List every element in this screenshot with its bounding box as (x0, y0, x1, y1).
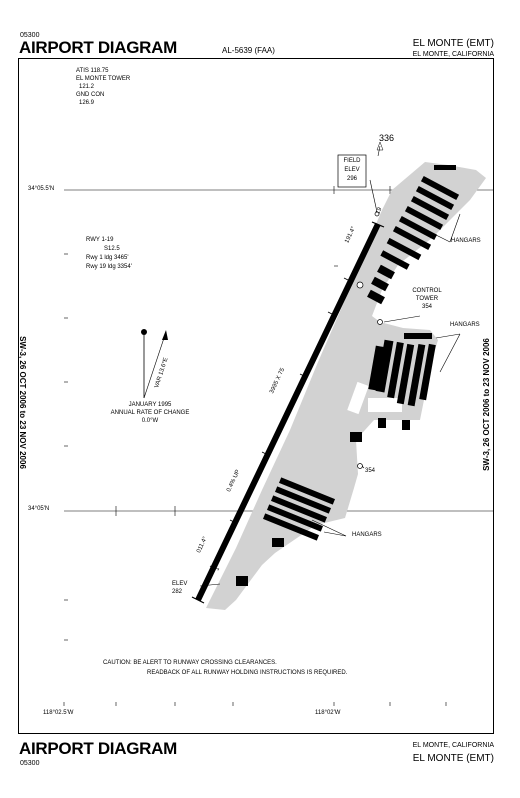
runway-19-threshold (371, 221, 385, 228)
airport-location-top: EL MONTE, CALIFORNIA (412, 51, 494, 58)
runway-strength: S12.5 (104, 246, 120, 252)
ground-name: GND CON (76, 92, 105, 98)
hangars-label-southwest: HANGARS (352, 532, 382, 538)
taxiway-junction-marker (356, 281, 364, 289)
apron-area (206, 162, 486, 610)
hangars-central (350, 333, 436, 442)
magnetic-variation-block: JANUARY 1995 ANNUAL RATE OF CHANGE 0.0°W (100, 401, 200, 425)
atis-frequency: ATIS 118.75 (76, 68, 109, 74)
page-title-top: AIRPORT DIAGRAM (19, 38, 177, 57)
runway-heading-label: 336 (379, 133, 395, 143)
field-elevation-box (337, 154, 367, 188)
al-number: AL-5639 (FAA) (222, 46, 275, 55)
longitude-label-1: 118°02.5'W (43, 710, 74, 716)
field-elevation-title: FIELD (343, 158, 361, 164)
grid-ticks (63, 186, 447, 706)
control-tower-title: CONTROL (412, 288, 442, 294)
field-elevation-text: FIELD ELEV 296 (338, 157, 366, 184)
runway-info-block: RWY 1-19 S12.5 Rwy 1 ldg 3465' Rwy 19 ld… (86, 236, 132, 272)
chart-frame (18, 58, 494, 734)
runway-1-elevation-value: 282 (172, 589, 183, 595)
page-title-bottom: AIRPORT DIAGRAM (19, 739, 177, 758)
control-tower-label: CONTROL TOWER 354 (402, 287, 452, 311)
caution-line-2: READBACK OF ALL RUNWAY HOLDING INSTRUCTI… (147, 670, 348, 676)
field-elevation-value: 296 (346, 176, 357, 182)
beacon-marker (357, 463, 363, 469)
field-elevation-title-2: ELEV (344, 167, 360, 173)
runway-hold-marks (209, 277, 349, 569)
annual-rate-label: ANNUAL RATE OF CHANGE (110, 410, 190, 416)
control-tower-marker (377, 319, 383, 325)
runway-1-landing: Rwy 1 ldg 3465' (86, 255, 129, 261)
caution-line-1: CAUTION: BE ALERT TO RUNWAY CROSSING CLE… (103, 660, 277, 666)
hangar-leader-lines (199, 179, 461, 587)
airport-name-bottom: EL MONTE (EMT) (412, 753, 494, 764)
latitude-label-1: 34°05.5'N (28, 186, 55, 192)
latitude-label-2: 34°05'N (28, 506, 50, 512)
frequency-block: ATIS 118.75 EL MONTE TOWER 121.2 GND CON… (76, 67, 130, 107)
runway-1-elevation-label: ELEV (172, 581, 188, 587)
magnetic-date: JANUARY 1995 (128, 402, 172, 408)
runway-1-threshold (191, 596, 205, 604)
runway-1-elevation: ELEV 282 (172, 580, 187, 596)
north-arrow (141, 329, 168, 399)
runway-19-landing: Rwy 19 ldg 3354' (86, 264, 132, 270)
annual-rate-value: 0.0°W (141, 418, 159, 424)
runway-1-19[interactable] (195, 222, 381, 602)
control-tower-title-2: TOWER (415, 296, 439, 302)
apron-gap-1 (368, 398, 402, 412)
procedure-code-top: 05300 (20, 32, 40, 39)
ground-frequency: 126.9 (79, 100, 95, 106)
hangars-northeast (367, 165, 460, 305)
airport-name-top: EL MONTE (EMT) (412, 38, 494, 49)
apron-gap-2 (347, 381, 369, 415)
runway-designator: RWY 1-19 (86, 237, 114, 243)
procedure-code-bottom: 05300 (20, 760, 40, 767)
control-tower-elevation: 354 (421, 304, 432, 310)
beacon-elevation: 354 (365, 468, 376, 474)
hangars-southwest (236, 477, 336, 586)
longitude-label-2: 118°02'W (315, 710, 341, 716)
airport-location-bottom: EL MONTE, CALIFORNIA (412, 742, 494, 749)
hangars-label-northeast: HANGARS (451, 238, 481, 244)
runway-heading-arrow (376, 141, 384, 157)
hangars-label-central: HANGARS (450, 322, 480, 328)
tower-frequency: 121.2 (79, 84, 95, 90)
tower-name: EL MONTE TOWER (76, 76, 131, 82)
